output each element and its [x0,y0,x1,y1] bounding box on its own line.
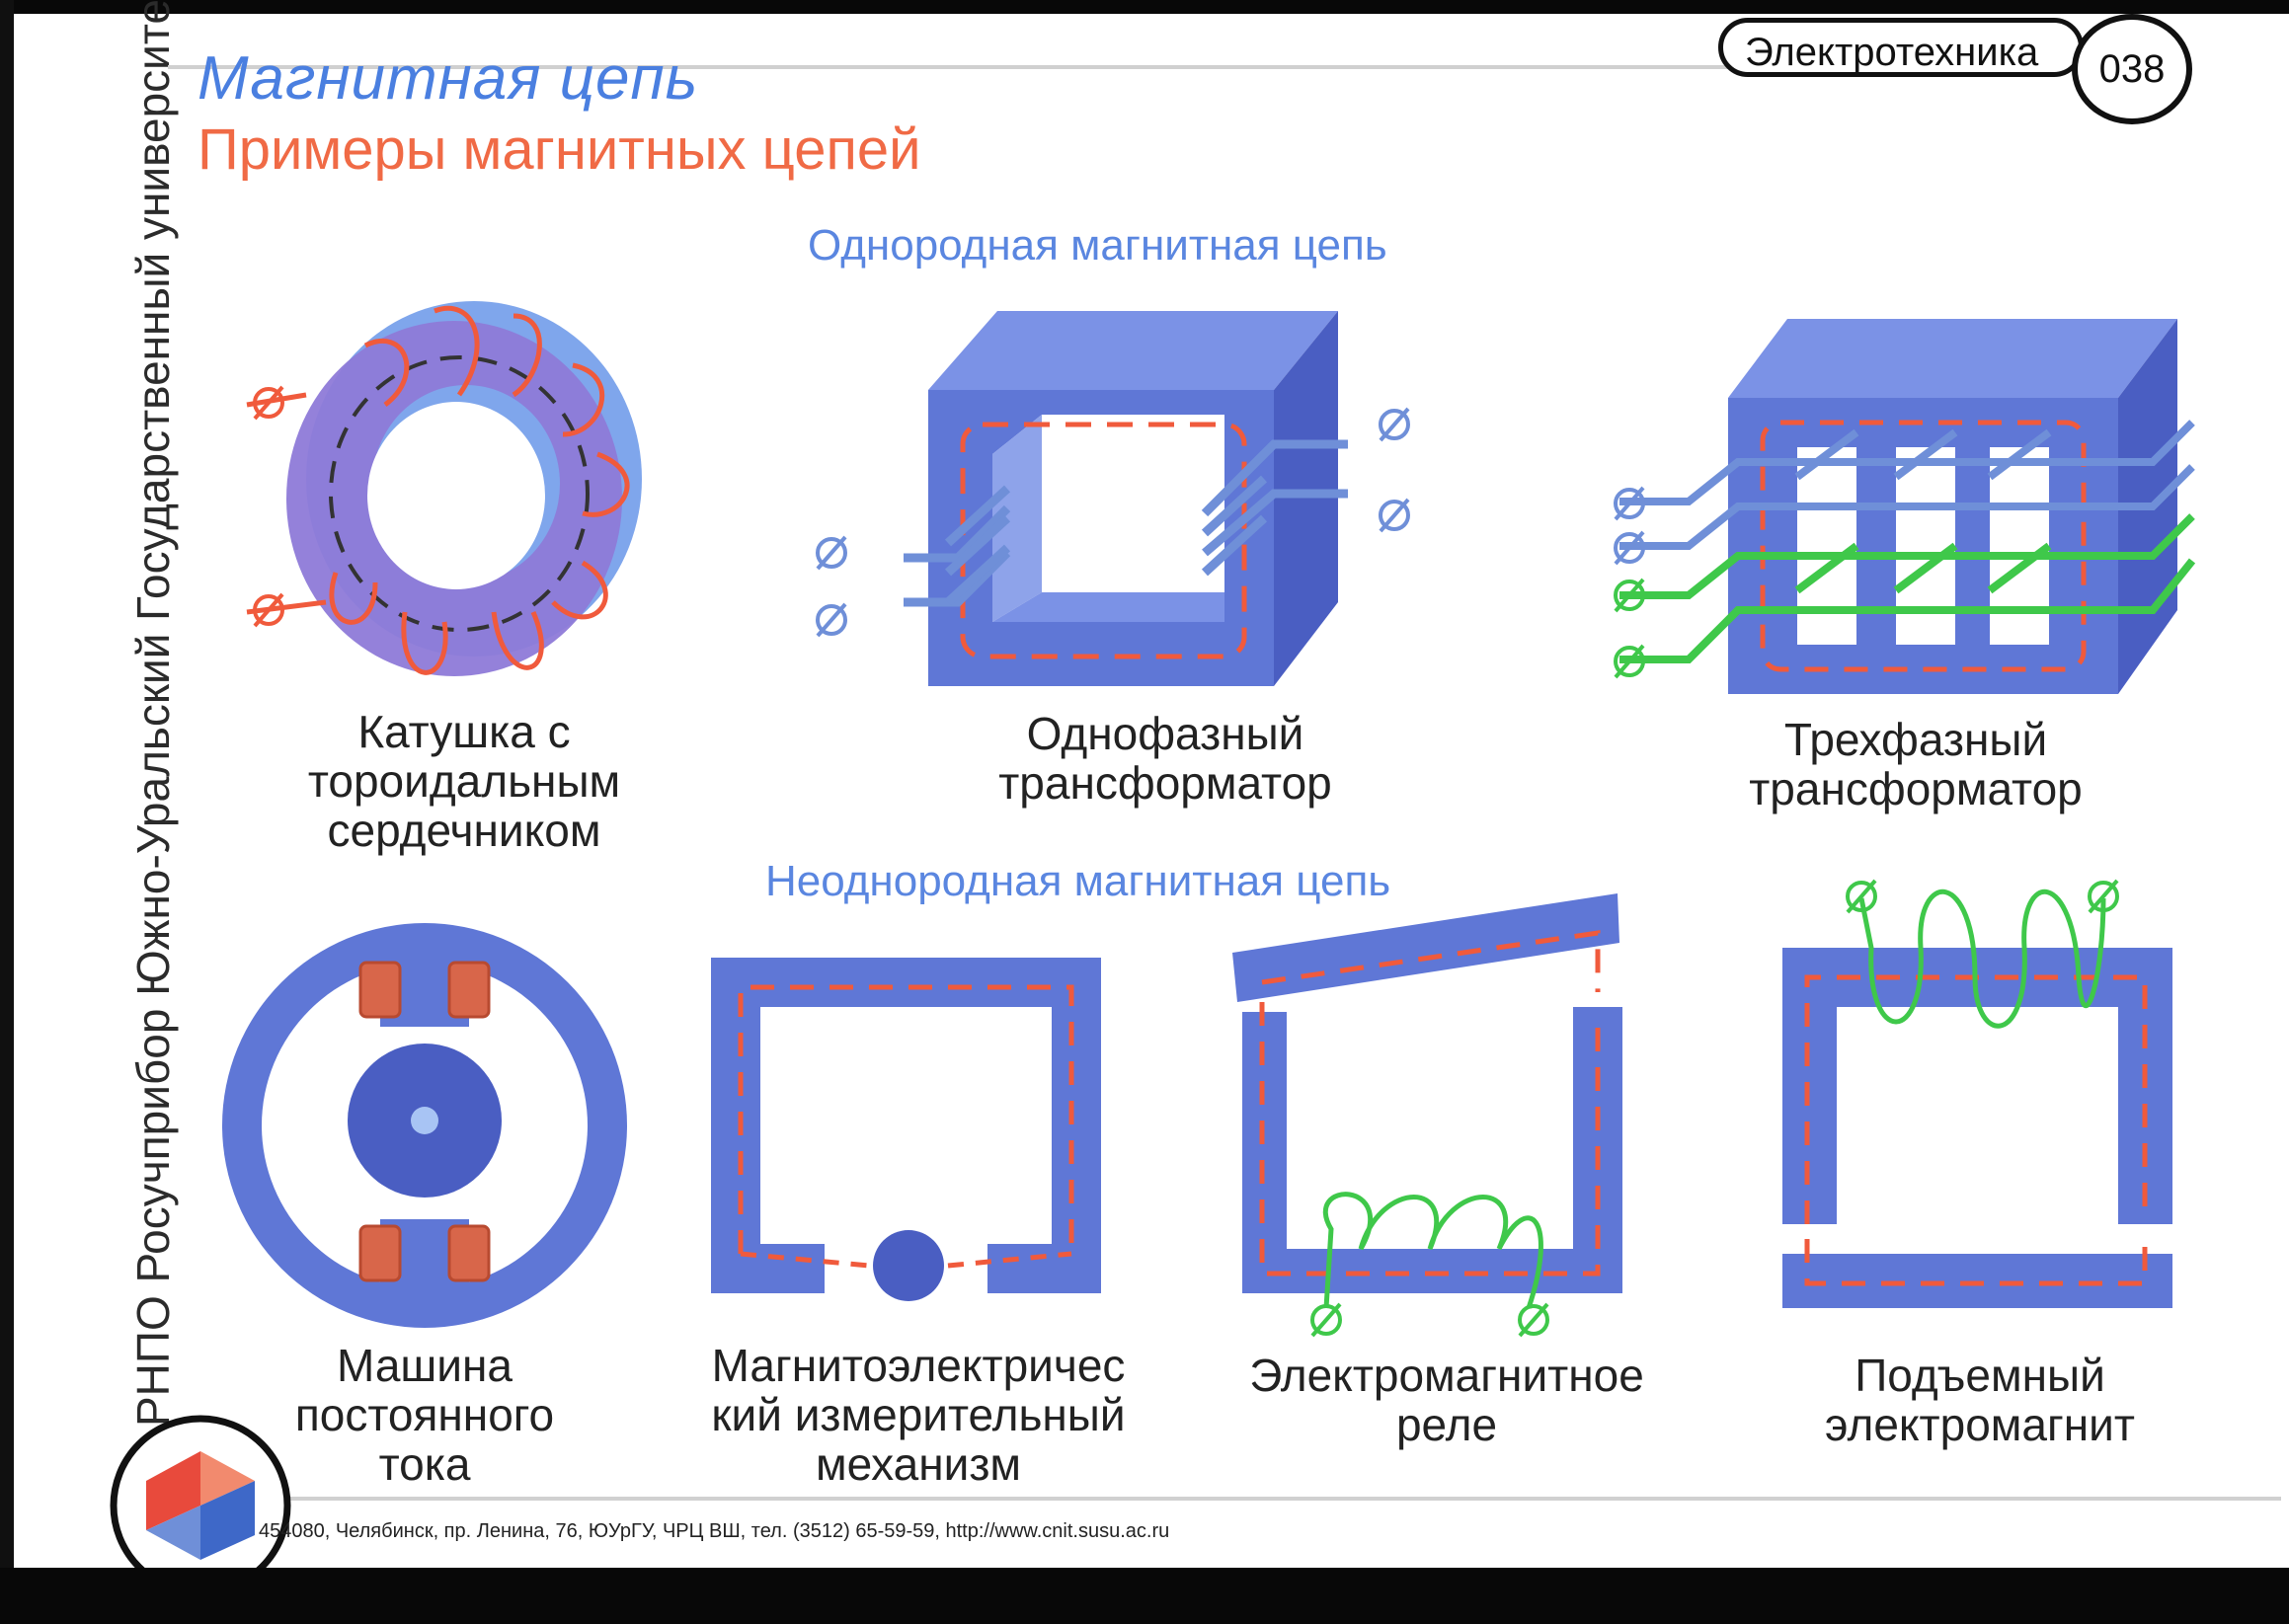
footer-address: 454080, Челябинск, пр. Ленина, 76, ЮУрГУ… [259,1520,1170,1542]
lifting-electromagnet-figure [1782,879,2172,1308]
caption-toroid: Катушка с тороидальным сердечником [276,707,652,855]
terminal-icon [2088,879,2119,914]
page-subtitle: Примеры магнитных цепей [197,117,921,182]
caption-line: реле [1395,1399,1498,1450]
terminal-icon [253,592,284,628]
caption-dc-machine: Машина постоянного тока [227,1341,622,1489]
single-phase-transformer-figure [816,311,1410,686]
footer-rule [168,1497,2281,1501]
terminal-icon [816,602,847,638]
terminal-icon [1614,644,1645,679]
page-number: 038 [2072,14,2192,124]
caption-line: Катушка с [357,706,571,757]
caption-magnetoelectric: Магнитоэлектричес кий измерительный меха… [681,1341,1155,1489]
caption-single-phase: Однофазный трансформатор [948,709,1382,808]
caption-line: тока [378,1438,471,1490]
caption-line: Подъемный [1855,1350,2105,1401]
caption-three-phase: Трехфазный трансформатор [1698,715,2133,813]
terminal-icon [1614,530,1645,566]
caption-line: трансформатор [998,757,1332,809]
relay-figure [1232,893,1622,1338]
subject-badge: Электротехника [1718,18,2084,77]
terminal-icon [816,535,847,571]
magnetoelectric-figure [711,958,1101,1301]
caption-line: Магнитоэлектричес [711,1340,1126,1391]
caption-line: электромагнит [1825,1399,2135,1450]
section-homogeneous: Однородная магнитная цепь [808,221,1387,270]
terminal-icon [1310,1302,1342,1338]
terminal-icon [253,385,284,421]
caption-line: Трехфазный [1783,714,2048,765]
terminal-icon [1846,879,1877,914]
scan-border-bottom [0,1568,2289,1624]
caption-relay: Электромагнитное реле [1205,1351,1689,1449]
terminal-icon [1614,486,1645,521]
caption-line: трансформатор [1749,763,2083,814]
caption-line: кий измерительный [711,1389,1126,1440]
caption-line: сердечником [327,805,601,856]
terminal-icon [1379,407,1410,442]
caption-line: постоянного [294,1389,555,1440]
terminal-icon [1518,1302,1549,1338]
toroid-figure [246,301,642,676]
page-title: Магнитная цепь [197,44,699,113]
caption-line: тороидальным [307,755,621,807]
section-heterogeneous: Неоднородная магнитная цепь [765,857,1391,905]
terminal-icon [1379,498,1410,533]
terminal-icon [1614,578,1645,613]
sidebar-vertical-text: РНПО Росучприбор Южно-Уральский Государс… [127,0,179,1427]
header-rule [168,65,1728,69]
scan-border-top [0,0,2289,14]
caption-lifting-electromagnet: Подъемный электромагнит [1768,1351,2192,1449]
caption-line: Машина [336,1340,513,1391]
caption-line: механизм [815,1438,1022,1490]
caption-line: Однофазный [1026,708,1304,759]
scan-border-left [0,0,14,1624]
dc-machine-figure [222,923,627,1328]
three-phase-transformer-figure [1614,319,2196,694]
caption-line: Электромагнитное [1249,1350,1644,1401]
